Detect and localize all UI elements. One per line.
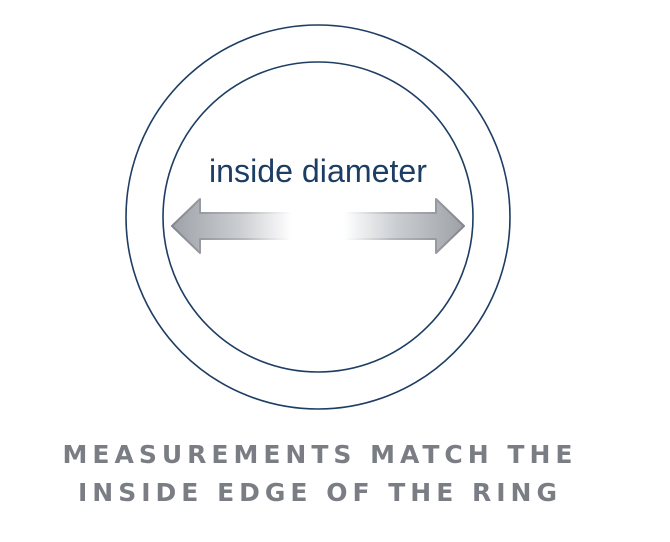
left-arrow-icon xyxy=(171,198,293,254)
caption-line-1: MEASUREMENTS MATCH THE xyxy=(62,440,578,469)
right-arrow-icon xyxy=(343,198,465,254)
outer-ring-edge xyxy=(125,24,511,410)
inner-ring-edge xyxy=(162,61,474,373)
caption-line-2: INSIDE EDGE OF THE RING xyxy=(78,478,562,507)
diagram-label: inside diameter xyxy=(209,153,427,189)
